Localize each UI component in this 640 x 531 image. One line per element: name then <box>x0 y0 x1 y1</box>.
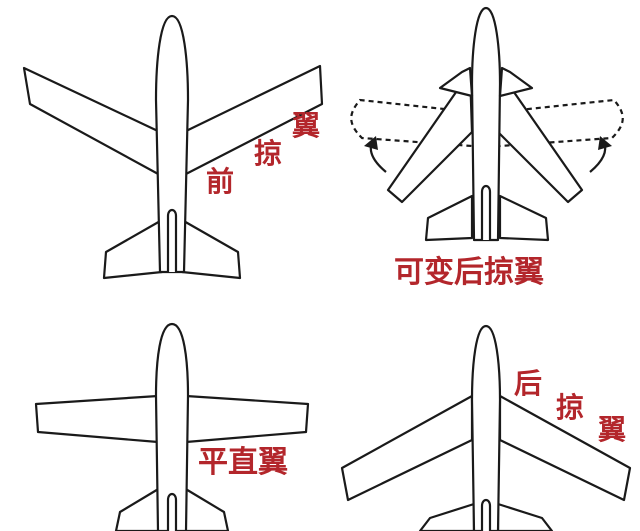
straight-tail-fin <box>166 492 178 531</box>
variable-sweep-left-glove <box>438 66 474 98</box>
straight-wing-label: 平直翼 <box>198 445 288 480</box>
straight-right-tailplane <box>182 486 230 531</box>
forward-swept-label-char-2: 掠 <box>254 137 283 170</box>
forward-swept-label-char-1: 前 <box>206 165 235 198</box>
sweep-arrow-left-icon <box>364 136 378 150</box>
swept-back-tail-fin <box>480 498 492 531</box>
variable-sweep-tail-fin <box>480 184 492 240</box>
straight-wing-aircraft <box>34 322 310 531</box>
forward-swept-left-wing <box>22 66 162 177</box>
swept-back-left-tailplane <box>418 502 476 531</box>
swept-back-label-char-3: 翼 <box>598 413 627 446</box>
forward-swept-wing-aircraft <box>22 14 324 280</box>
straight-left-tailplane <box>114 486 162 531</box>
variable-sweep-extended-wing-outline <box>350 98 624 148</box>
straight-right-wing <box>184 394 310 444</box>
forward-swept-left-tailplane <box>102 218 164 280</box>
variable-sweep-left-tailplane <box>424 194 474 242</box>
variable-sweep-wing-aircraft <box>350 6 624 242</box>
swept-back-label-char-2: 掠 <box>556 391 585 424</box>
sweep-arrow-right-icon <box>598 136 612 150</box>
swept-back-label-char-1: 后 <box>514 367 543 400</box>
swept-back-fuselage <box>470 324 502 531</box>
variable-sweep-right-tailplane <box>498 194 550 242</box>
forward-swept-tail-fin <box>166 208 178 272</box>
forward-swept-right-tailplane <box>180 218 242 280</box>
variable-sweep-label: 可变后掠翼 <box>394 255 544 290</box>
variable-sweep-right-glove <box>498 66 534 98</box>
swept-back-right-tailplane <box>496 502 554 531</box>
straight-left-wing <box>34 394 160 444</box>
swept-back-wing-aircraft <box>340 324 632 531</box>
forward-swept-label-char-3: 翼 <box>292 109 321 142</box>
straight-fuselage <box>154 322 190 531</box>
swept-back-left-wing <box>340 394 474 502</box>
